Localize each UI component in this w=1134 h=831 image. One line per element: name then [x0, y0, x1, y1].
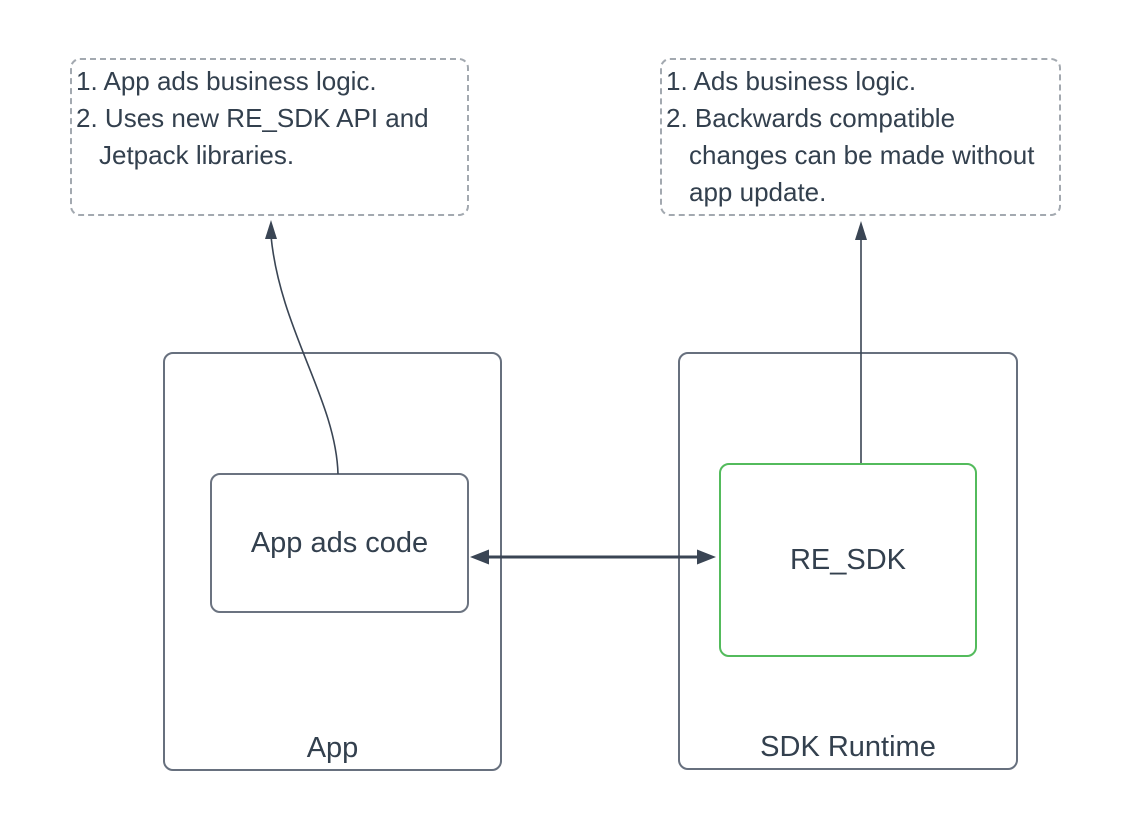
re-sdk-label: RE_SDK [789, 543, 907, 576]
sdk-annotation-note: Ads business logic. Backwards compatible… [660, 58, 1061, 216]
sdk-runtime-container-label: SDK Runtime [760, 731, 936, 763]
sdk-runtime-container-box: SDK Runtime [678, 352, 1018, 770]
app-annotation-list: App ads business logic. Uses new RE_SDK … [76, 63, 467, 174]
app-annotation-note: App ads business logic. Uses new RE_SDK … [70, 58, 469, 216]
app-ads-code-node: App ads code [210, 473, 469, 613]
annotation-item: Ads business logic. [693, 66, 917, 96]
app-container-label: App [306, 732, 359, 764]
sdk-annotation-list: Ads business logic. Backwards compatible… [666, 63, 1059, 211]
annotation-item: App ads business logic. [103, 66, 377, 96]
app-ads-code-label: App ads code [250, 526, 429, 559]
arrowhead-up-icon [265, 220, 277, 239]
annotation-item: Uses new RE_SDK API and Jetpack librarie… [99, 103, 429, 170]
annotation-item: Backwards compatible changes can be made… [689, 103, 1035, 207]
re-sdk-node: RE_SDK [719, 463, 977, 657]
arrowhead-up-icon [855, 221, 867, 240]
